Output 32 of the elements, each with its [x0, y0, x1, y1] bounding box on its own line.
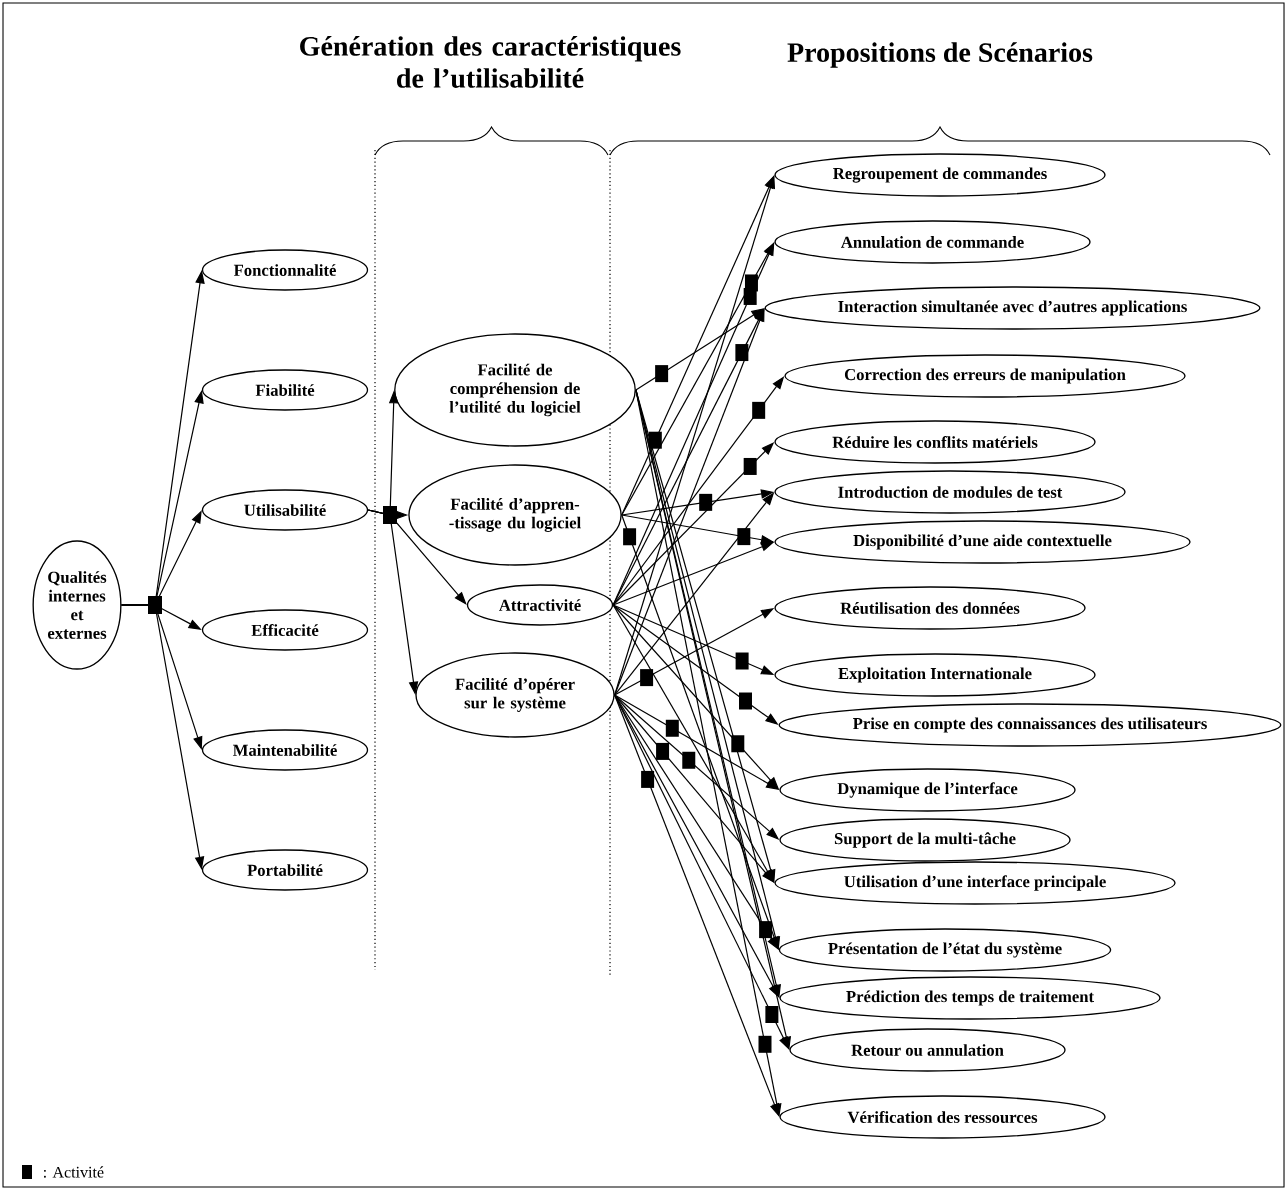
oval: Interaction simultanée avec d’autres applications [764, 286, 1261, 330]
oval: Prédiction des temps de traitement [779, 976, 1161, 1020]
oval: Maintenabilité [201, 729, 369, 771]
oval: Présentation de l’état du système [778, 928, 1112, 972]
section-heading: Génération des caractéristiques de l’utilisabilité [300, 36, 681, 88]
oval: Prise en compte des connaissances des utilisateurs [778, 703, 1282, 747]
oval: Réutilisation des données [774, 586, 1086, 630]
arrow [612, 604, 775, 883]
oval: Efficacité [201, 609, 369, 651]
section-heading: Propositions de Scénarios [787, 42, 1093, 68]
oval: Facilité d’appren- -tissage du logiciel [408, 464, 622, 566]
oval: Fiabilité [201, 369, 369, 411]
oval: Annulation de commande [774, 220, 1091, 264]
oval: Facilité d’opérer sur le système [415, 652, 615, 738]
oval: Support de la multi-tâche [779, 818, 1071, 862]
oval: Utilisabilité [201, 489, 369, 531]
oval: Réduire les conflits matériels [774, 420, 1096, 464]
oval: Attractivité [466, 584, 614, 626]
oval: Regroupement de commandes [774, 153, 1106, 197]
oval: Introduction de modules de test [774, 470, 1126, 514]
oval: Disponibilité d’une aide contextuelle [774, 520, 1191, 564]
oval: Dynamique de l’interface [779, 768, 1076, 812]
oval: Portabilité [201, 849, 369, 891]
oval: Facilité de compréhension de l’utilité du logiciel [394, 333, 636, 447]
legend-text: : Activité [44, 1166, 104, 1178]
oval: Qualités internes et externes [32, 540, 122, 670]
oval: Utilisation d’une interface principale [774, 861, 1176, 905]
oval: Exploitation Internationale [774, 653, 1096, 697]
oval: Retour ou annulation [789, 1028, 1066, 1072]
oval: Correction des erreurs de manipulation [784, 354, 1186, 398]
oval: Fonctionnalité [201, 249, 369, 291]
oval: Vérification des ressources [779, 1095, 1106, 1139]
